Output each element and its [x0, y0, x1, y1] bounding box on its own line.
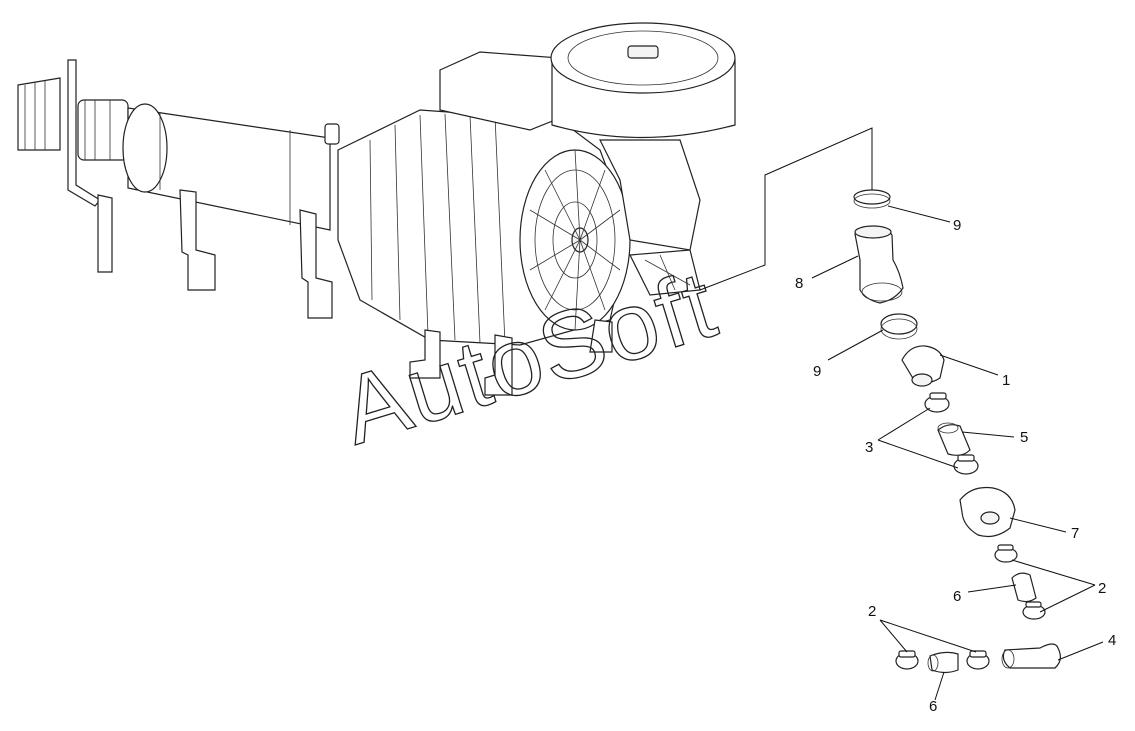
callout-3: 3 [865, 439, 873, 456]
part-2-clamp-a [994, 544, 1018, 563]
callout-4: 4 [1108, 632, 1116, 649]
part-5-hose [937, 424, 971, 456]
part-4-elbow-pipe [1002, 643, 1061, 669]
callout-2-left: 2 [868, 603, 876, 620]
part-9-lower-clamp [880, 313, 918, 335]
part-2-clamp-b [1022, 601, 1046, 620]
part-3-clamp-lower [953, 454, 979, 475]
leader-lines [811, 205, 1104, 701]
exploded-parts [853, 189, 1061, 674]
part-2-clamp-d [966, 650, 990, 670]
part-6-hose-a [1011, 572, 1037, 603]
callout-9-lower: 9 [813, 363, 821, 380]
part-9-upper-clamp [853, 189, 891, 205]
callout-5: 5 [1020, 429, 1028, 446]
part-2-clamp-c [895, 650, 919, 670]
callout-labels: 9 8 9 1 3 5 7 2 6 2 4 6 [795, 217, 1116, 715]
callout-1: 1 [1002, 372, 1010, 389]
callout-6-upper: 6 [953, 588, 961, 605]
connection-lines [699, 127, 873, 291]
callout-9-upper: 9 [953, 217, 961, 234]
air-intake-assembly [17, 22, 736, 396]
part-3-clamp-upper [924, 392, 950, 413]
callout-8: 8 [795, 275, 803, 292]
callout-2-right: 2 [1098, 580, 1106, 597]
callout-6-lower: 6 [929, 698, 937, 715]
callout-7: 7 [1071, 525, 1079, 542]
